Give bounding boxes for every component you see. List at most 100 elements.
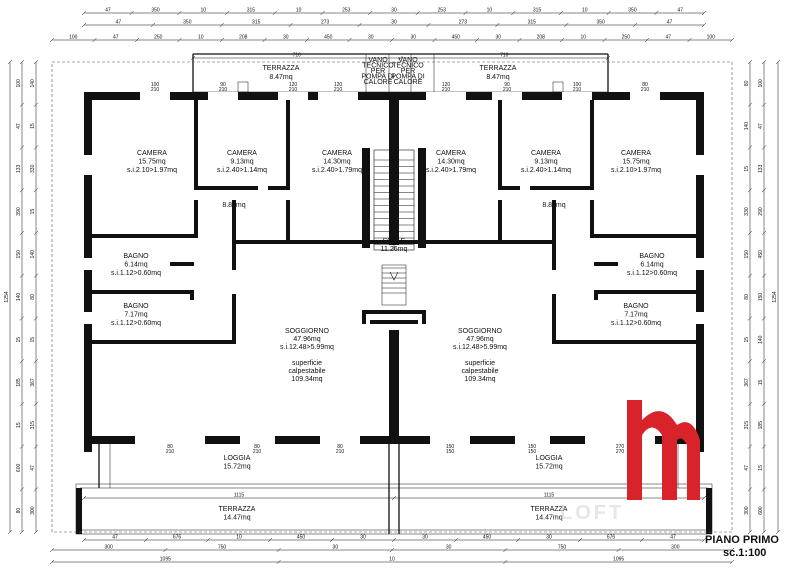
room-label-terrazza-bottom-right: TERRAZZA 14.47mq (531, 506, 568, 522)
dimension-value: 150 (758, 293, 764, 302)
dimension-value: 133 (16, 164, 22, 173)
dimension-tick (33, 102, 39, 107)
room-label-line: 47.96mq (293, 336, 320, 343)
dimension-value: 315 (30, 421, 36, 430)
dimension-value: 273 (459, 20, 468, 26)
dimension-tick (474, 37, 480, 43)
room-label-line: TERRAZZA (480, 65, 517, 72)
room-label-line: CAMERA (621, 150, 651, 157)
dimension-tick (272, 10, 277, 16)
dimension-tick (761, 316, 767, 321)
dimension-tick (515, 537, 521, 543)
dimension-tick (747, 444, 753, 449)
dimension-tick (129, 10, 134, 16)
dimension-value: 140 (758, 335, 764, 344)
dimension-tick (320, 10, 325, 16)
dimension-value: 315 (744, 421, 750, 430)
room-label-disimpegno-right: 8.88mq (542, 202, 565, 209)
lot-boundary (51, 61, 733, 533)
room-label-line: 109.34mq (291, 376, 322, 383)
room-label-line: BAGNO (123, 303, 149, 310)
room-label-line: 14.47mq (535, 515, 562, 522)
opening-dimension: 210 (253, 449, 262, 455)
room-label-line: PER (401, 68, 415, 75)
dimension-tick (398, 55, 403, 61)
dimension-tick (391, 537, 397, 543)
dimension-tick (511, 10, 516, 16)
opening-dimension: 270 (616, 449, 625, 455)
dimension-tick (761, 145, 767, 150)
dimension-tick (729, 547, 735, 553)
dimension-tick (559, 37, 565, 43)
dimension-value: 208 (537, 35, 546, 41)
room-label-line: s.i.2.40>1.14mq (217, 167, 267, 174)
dimension-value: 47 (670, 535, 676, 541)
opening-dimension: 90 (220, 82, 226, 88)
dimension-value: 80 (744, 294, 750, 300)
room-label-line: SOGGIORNO (458, 328, 503, 335)
room-label-line: calpestabile (462, 368, 499, 375)
dimension-tick (747, 529, 753, 535)
room-label-line: BAGNO (123, 253, 149, 260)
dimension-value: 15 (30, 123, 36, 129)
dimension-tick (150, 22, 156, 28)
dimension-value: 133 (758, 164, 764, 173)
room-label-line: LOGGIA (224, 455, 251, 462)
dimension-tick (761, 358, 767, 364)
dimension-tick (49, 37, 55, 43)
dimension-value: 750 (558, 545, 567, 551)
dimension-value: 367 (744, 378, 750, 387)
dimension-value: 300 (30, 506, 36, 515)
dimension-tick (267, 537, 273, 543)
dimension-tick (219, 37, 225, 43)
room-label-line: 14.30mq (437, 159, 464, 166)
room-label-line: TERRAZZA (531, 506, 568, 513)
room-label-line: 14.30mq (323, 159, 350, 166)
dimension-tick (639, 537, 645, 543)
opening-dimension: 210 (151, 87, 160, 93)
plan-title: PIANO PRIMO (705, 534, 779, 546)
room-label-line: 15.72mq (535, 464, 562, 471)
dimension-tick (687, 37, 692, 43)
dimension-value: 1095 (613, 557, 624, 563)
dimension-value: 140 (30, 79, 36, 88)
dimension-value: 350 (183, 20, 192, 26)
room-label-line: superficie (292, 360, 322, 367)
dimension-value: 100 (758, 79, 764, 88)
room-label-line: PER (371, 68, 385, 75)
room-label-soggiorno-right: SOGGIORNO47.96mqs.i.12.48>5.99mqsuperfic… (453, 328, 507, 383)
dimension-tick (19, 529, 25, 535)
opening-dimension: 210 (166, 449, 175, 455)
dimension-tick (415, 10, 421, 16)
dimension-value: 80 (16, 508, 22, 514)
dimension-tick (19, 59, 25, 65)
dimension-tick (602, 37, 607, 43)
dimension-tick (503, 547, 508, 553)
room-label-line: 14.47mq (223, 515, 250, 522)
dimension-value: 10 (200, 8, 206, 14)
room-label-line: VANO (398, 57, 418, 64)
dimension-tick (92, 37, 97, 43)
dimension-value: 30 (333, 545, 339, 551)
dimension-tick (19, 316, 25, 321)
room-label-line: 7.17mq (124, 312, 147, 319)
dimension-tick (49, 547, 55, 553)
dimension-value: 10 (198, 35, 204, 41)
dimension-tick (747, 188, 753, 193)
dimension-tick (747, 59, 753, 65)
dimension-value: 300 (744, 506, 750, 515)
dimension-value: 1095 (160, 557, 171, 563)
dimension-value: 290 (758, 207, 764, 216)
dimension-value: 30 (391, 20, 397, 26)
top-terraces (192, 53, 609, 93)
room-label-line: 6.14mq (640, 262, 663, 269)
